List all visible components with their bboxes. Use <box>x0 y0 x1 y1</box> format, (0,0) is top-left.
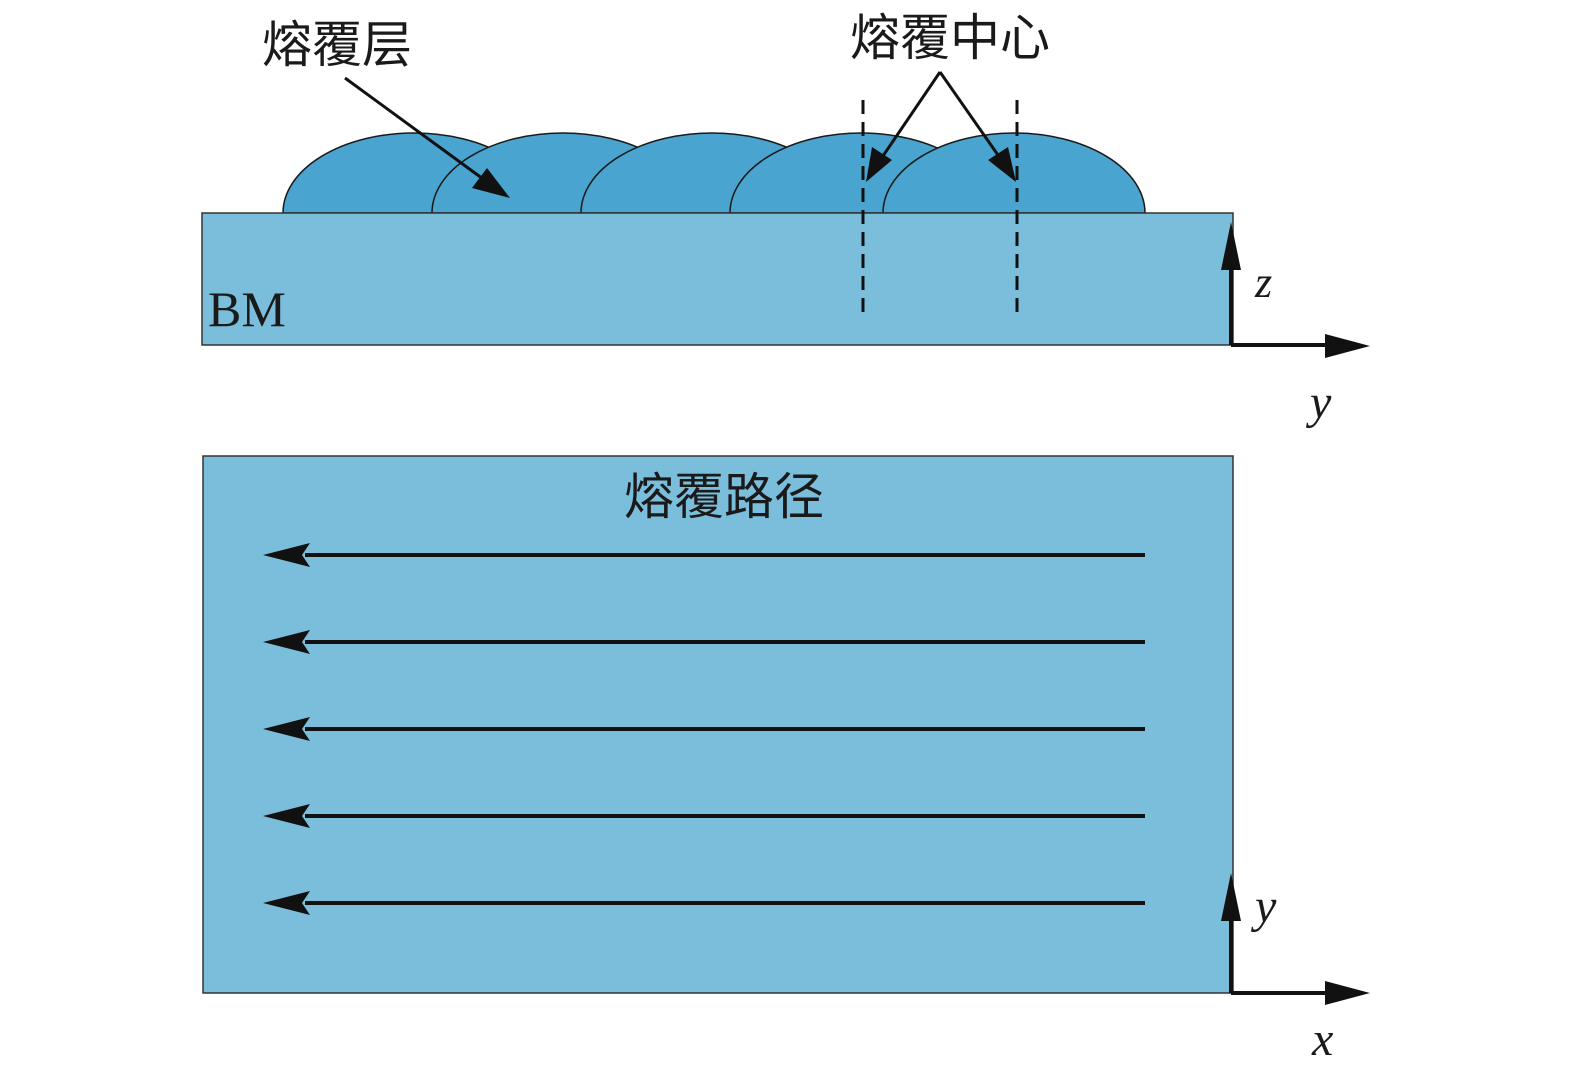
y-axis-label-bottom: y <box>1250 880 1277 933</box>
cladding-path-arrowhead <box>263 891 310 915</box>
cross-section-view: 熔覆层 熔覆中心 BM z y <box>201 9 1370 429</box>
y-axis-arrowhead-top <box>1325 334 1370 358</box>
cladding-layer-pointer-arrow <box>344 76 506 197</box>
cladding-layer-pointer-arrowhead <box>472 168 510 198</box>
cladding-beads <box>282 132 1146 214</box>
x-axis-label: x <box>1311 1013 1333 1066</box>
cladding-layer-label: 熔覆层 <box>262 16 412 74</box>
x-axis-arrowhead <box>1325 981 1370 1005</box>
cladding-path-arrowhead <box>263 630 310 654</box>
cladding-path-arrowhead <box>263 717 310 741</box>
plan-view: 熔覆路径 y x <box>202 455 1370 1066</box>
z-axis-arrowhead <box>1221 222 1241 270</box>
cladding-path-label: 熔覆路径 <box>624 468 824 526</box>
cladding-center-label: 熔覆中心 <box>850 9 1050 67</box>
cladding-path-arrowhead <box>263 543 310 567</box>
y-axis-arrowhead-bottom <box>1221 873 1241 921</box>
cladding-paths <box>263 543 1145 915</box>
cladding-center-pointer-arrowhead-1 <box>866 147 892 182</box>
plan-substrate <box>202 455 1234 994</box>
base-metal-substrate <box>201 212 1234 346</box>
cladding-path-arrowhead <box>263 804 310 828</box>
z-axis-label: z <box>1254 258 1272 307</box>
cladding-bead <box>882 132 1146 214</box>
y-axis-label-top: y <box>1305 376 1332 429</box>
base-metal-label: BM <box>208 281 286 337</box>
cladding-center-pointer-arrowhead-2 <box>988 147 1016 182</box>
